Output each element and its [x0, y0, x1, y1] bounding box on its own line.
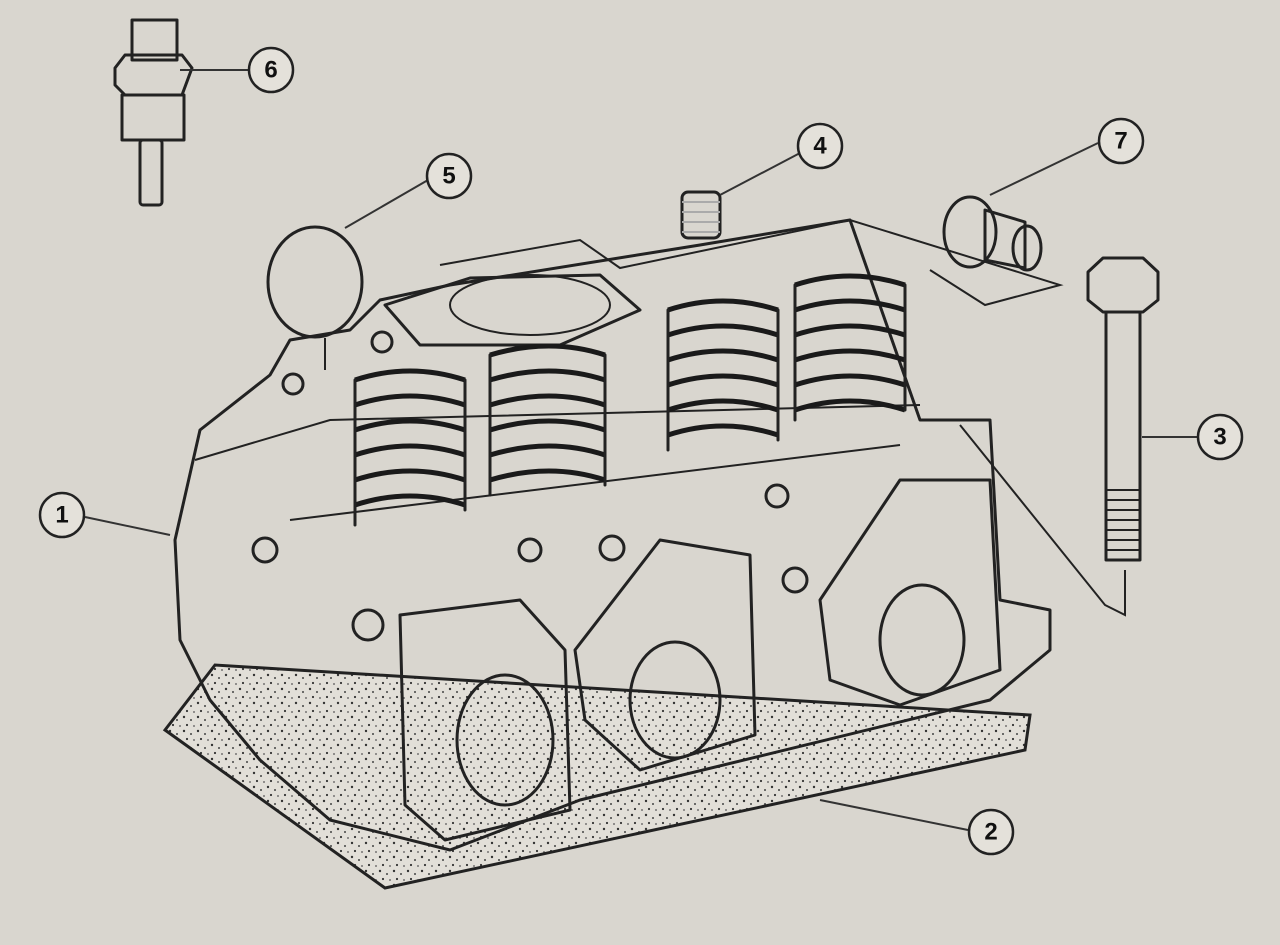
callout-leaders [84, 69, 1197, 831]
core-plug [266, 225, 364, 370]
callout-1: 1 [38, 491, 86, 539]
callout-3-label: 3 [1213, 424, 1226, 451]
callout-2: 2 [967, 808, 1015, 856]
valve-springs [353, 273, 907, 527]
head-gasket [162, 663, 1032, 890]
rocker-cover-gasket-outline [439, 218, 1064, 307]
callout-3: 3 [1196, 413, 1244, 461]
callout-4-label: 4 [813, 133, 827, 160]
threaded-plug [942, 195, 1043, 272]
callout-2-label: 2 [984, 819, 997, 846]
callout-4: 4 [796, 122, 844, 170]
callout-5: 5 [425, 152, 473, 200]
callout-6: 6 [247, 46, 295, 94]
callout-1-label: 1 [55, 502, 68, 529]
valve-spring [666, 298, 780, 452]
stud [680, 190, 722, 240]
callout-6-label: 6 [264, 57, 277, 84]
valve-spring [793, 273, 907, 422]
callout-5-label: 5 [442, 163, 455, 190]
head-bolt [959, 256, 1160, 617]
temperature-sender [113, 18, 194, 207]
cylinder-head [173, 218, 1052, 852]
callout-7-label: 7 [1114, 128, 1127, 155]
valve-spring [488, 343, 607, 497]
callout-7: 7 [1097, 117, 1145, 165]
valve-spring [353, 368, 467, 527]
